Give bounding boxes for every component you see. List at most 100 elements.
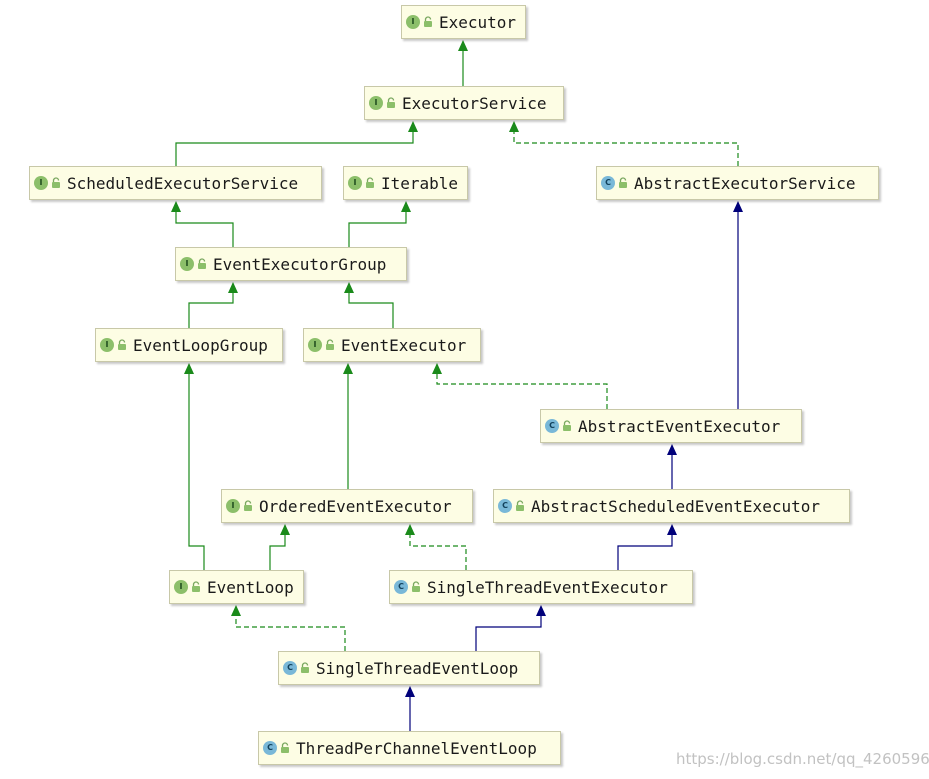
public-lock-icon [563,420,571,431]
edge-EventExecutorGroup-to-Iterable [348,201,411,247]
node-SingleThreadEventExecutor[interactable]: C SingleThreadEventExecutor [389,570,693,604]
edge-line [409,533,467,570]
node-label: OrderedEventExecutor [259,496,452,516]
arrowhead [401,201,411,212]
edge-AbstractEventExecutor-to-AbstractExecutorService [733,201,743,409]
edge-SingleThreadEventLoop-to-EventLoop [231,605,346,651]
edge-line [175,210,234,247]
edge-line [513,130,739,166]
node-label: Executor [439,12,517,32]
edge-SingleThreadEventExecutor-to-AbstractScheduledEventExecutor [617,524,677,570]
arrowhead [344,282,354,293]
edge-line [269,533,286,570]
node-label: Iterable [381,173,459,193]
public-lock-icon [387,97,395,108]
interface-icon: I [308,338,322,352]
node-EventExecutorGroup[interactable]: I EventExecutorGroup [175,247,407,281]
public-lock-icon [118,339,126,350]
edge-SingleThreadEventLoop-to-SingleThreadEventExecutor [475,605,546,651]
edge-line [188,291,234,328]
interface-icon: I [180,257,194,271]
node-ScheduledExecutorService[interactable]: I ScheduledExecutorService [29,166,322,200]
public-lock-icon [192,581,200,592]
node-ExecutorService[interactable]: I ExecutorService [364,86,564,120]
edge-line [436,372,608,409]
edge-line [617,533,673,570]
node-label: EventExecutor [341,335,467,355]
arrowhead [343,363,353,374]
edge-AbstractEventExecutor-to-EventExecutor [432,363,608,409]
node-label: AbstractEventExecutor [578,416,781,436]
class-icon: C [498,499,512,513]
edge-OrderedEventExecutor-to-EventExecutor [343,363,353,489]
node-label: EventLoopGroup [133,335,268,355]
interface-icon: I [369,96,383,110]
arrowhead [536,605,546,616]
node-label: ScheduledExecutorService [67,173,299,193]
edge-EventLoop-to-OrderedEventExecutor [269,524,290,570]
class-icon: C [263,741,277,755]
node-AbstractEventExecutor[interactable]: C AbstractEventExecutor [540,409,802,443]
edge-ThreadPerChannelEventLoop-to-SingleThreadEventLoop [405,686,415,731]
class-icon: C [394,580,408,594]
edge-EventLoop-to-EventLoopGroup [184,363,205,570]
watermark: https://blog.csdn.net/qq_42605968 [676,750,929,768]
edge-line [188,372,205,570]
public-lock-icon [244,500,252,511]
edge-SingleThreadEventExecutor-to-OrderedEventExecutor [405,524,467,570]
public-lock-icon [198,258,206,269]
public-lock-icon [52,177,60,188]
interface-icon: I [174,580,188,594]
class-icon: C [545,419,559,433]
edge-EventExecutorGroup-to-ScheduledExecutorService [171,201,234,247]
edge-AbstractScheduledEventExecutor-to-AbstractEventExecutor [667,444,677,489]
public-lock-icon [412,581,420,592]
edge-line [175,130,414,166]
arrowhead [733,201,743,212]
node-label: EventLoop [207,577,294,597]
node-label: ExecutorService [402,93,547,113]
arrowhead [509,121,519,132]
arrowhead [405,686,415,697]
edge-ScheduledExecutorService-to-ExecutorService [175,121,418,166]
edge-AbstractExecutorService-to-ExecutorService [509,121,739,166]
public-lock-icon [281,742,289,753]
interface-icon: I [100,338,114,352]
interface-icon: I [34,176,48,190]
public-lock-icon [619,177,627,188]
edge-EventExecutor-to-EventExecutorGroup [344,282,394,328]
edge-line [348,210,407,247]
public-lock-icon [366,177,374,188]
node-label: AbstractExecutorService [634,173,856,193]
interface-icon: I [226,499,240,513]
arrowhead [667,524,677,535]
public-lock-icon [516,500,524,511]
node-label: EventExecutorGroup [213,254,387,274]
arrowhead [184,363,194,374]
arrowhead [667,444,677,455]
public-lock-icon [424,16,432,27]
edge-line [475,614,542,651]
arrowhead [228,282,238,293]
edge-EventLoopGroup-to-EventExecutorGroup [188,282,238,328]
arrowhead [408,121,418,132]
node-EventLoopGroup[interactable]: I EventLoopGroup [95,328,283,362]
node-EventLoop[interactable]: I EventLoop [169,570,304,604]
node-label: SingleThreadEventLoop [316,658,519,678]
node-label: ThreadPerChannelEventLoop [296,738,537,758]
edge-line [348,291,394,328]
arrowhead [432,363,442,374]
arrowhead [458,40,468,51]
arrowhead [280,524,290,535]
node-label: SingleThreadEventExecutor [427,577,668,597]
arrowhead [405,524,415,535]
node-OrderedEventExecutor[interactable]: I OrderedEventExecutor [221,489,473,523]
arrowhead [231,605,241,616]
node-EventExecutor[interactable]: I EventExecutor [303,328,481,362]
node-ThreadPerChannelEventLoop[interactable]: C ThreadPerChannelEventLoop [258,731,561,765]
